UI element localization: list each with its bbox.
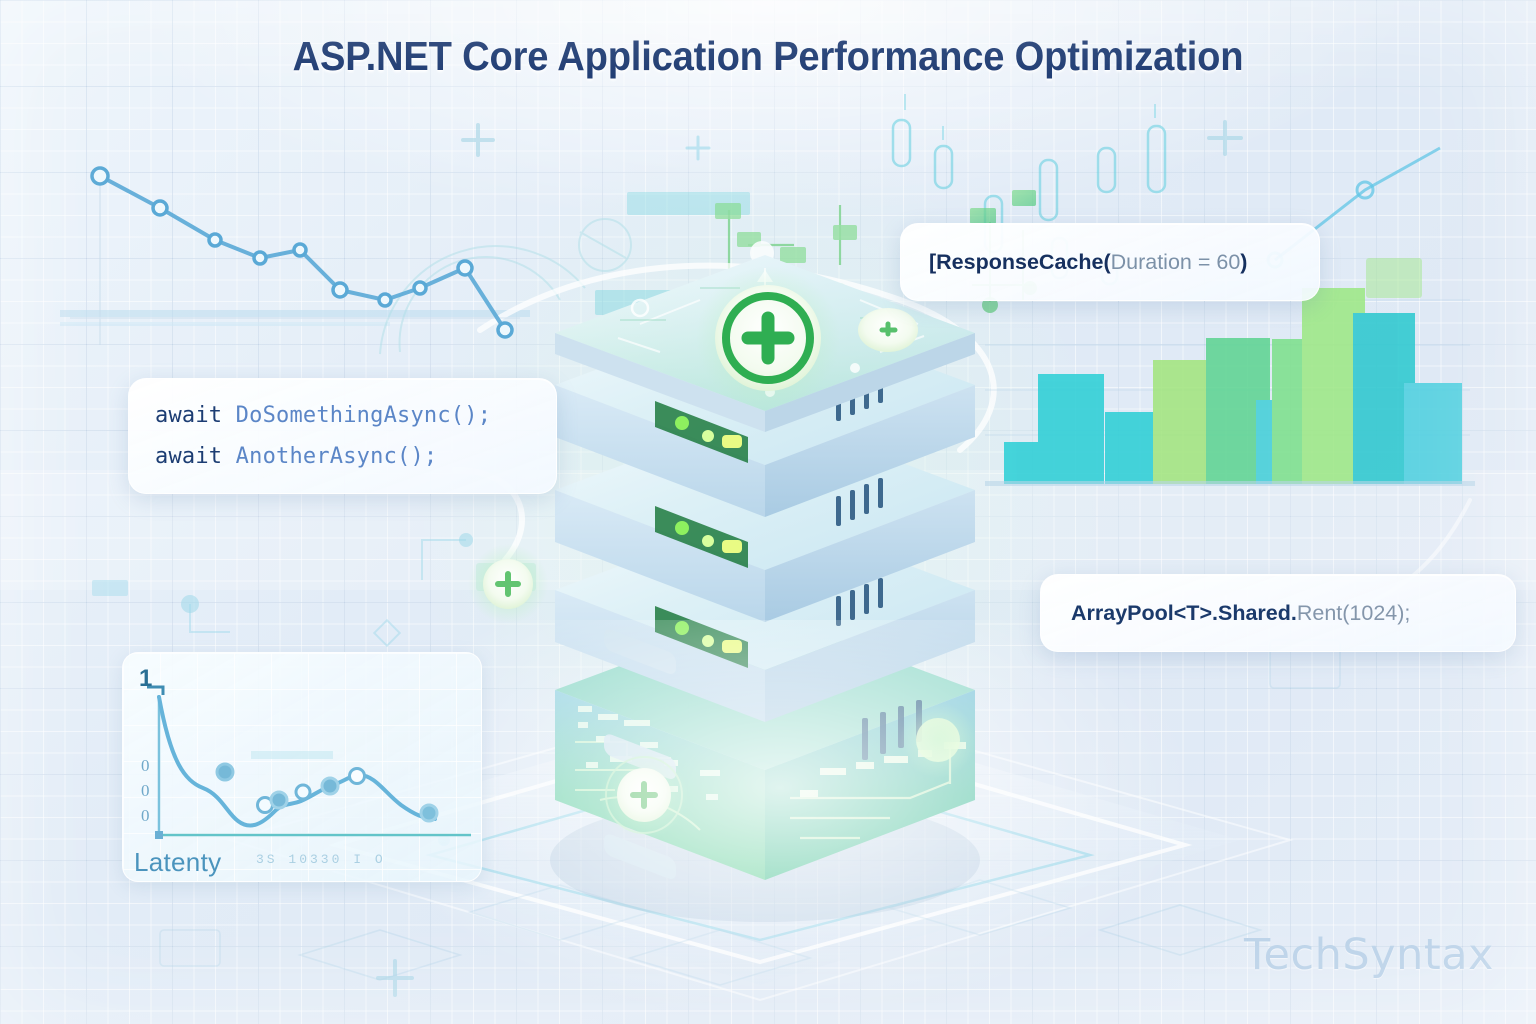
code-call-2: AnotherAsync(); bbox=[222, 444, 438, 469]
code-arraypool-prefix: ArrayPool<T>.Shared. bbox=[1071, 600, 1297, 625]
code-call-1: DoSomethingAsync(); bbox=[222, 403, 492, 428]
code-line-2: await AnotherAsync(); bbox=[155, 436, 530, 477]
latency-card-grid bbox=[123, 653, 481, 881]
latency-chart-card: 1 0 0 0 Latenty 3S 10330 I O bbox=[122, 652, 482, 882]
latency-x-axis-label: Latenty bbox=[134, 847, 222, 877]
code-attribute-prefix: [ResponseCache( bbox=[929, 249, 1111, 274]
code-line-array-pool: ArrayPool<T>.Shared.Rent(1024); bbox=[1071, 601, 1485, 626]
callout-array-pool: ArrayPool<T>.Shared.Rent(1024); bbox=[1040, 574, 1516, 652]
code-line-response-cache: [ResponseCache(Duration = 60) bbox=[929, 250, 1291, 275]
latency-y-label-3: 0 bbox=[141, 806, 150, 825]
latency-y-label-2: 0 bbox=[141, 781, 150, 800]
latency-y-top-label: 1 bbox=[139, 665, 153, 692]
latency-y-label-1: 0 bbox=[141, 756, 150, 775]
callout-await-code: await DoSomethingAsync(); await AnotherA… bbox=[128, 378, 557, 494]
code-line-1: await DoSomethingAsync(); bbox=[155, 395, 530, 436]
code-keyword-await-2: await bbox=[155, 444, 223, 469]
page-title: ASP.NET Core Application Performance Opt… bbox=[292, 33, 1244, 79]
brand-watermark: TechSyntax bbox=[1244, 930, 1494, 980]
code-attribute-args: Duration = 60 bbox=[1110, 249, 1241, 274]
callout-response-cache: [ResponseCache(Duration = 60) bbox=[900, 223, 1320, 301]
latency-artifact-text: 3S 10330 I O bbox=[256, 852, 386, 867]
latency-chart-svg bbox=[147, 685, 471, 839]
code-keyword-await-1: await bbox=[155, 403, 223, 428]
code-attribute-suffix: ) bbox=[1240, 249, 1248, 274]
code-arraypool-suffix: Rent(1024); bbox=[1296, 600, 1411, 625]
